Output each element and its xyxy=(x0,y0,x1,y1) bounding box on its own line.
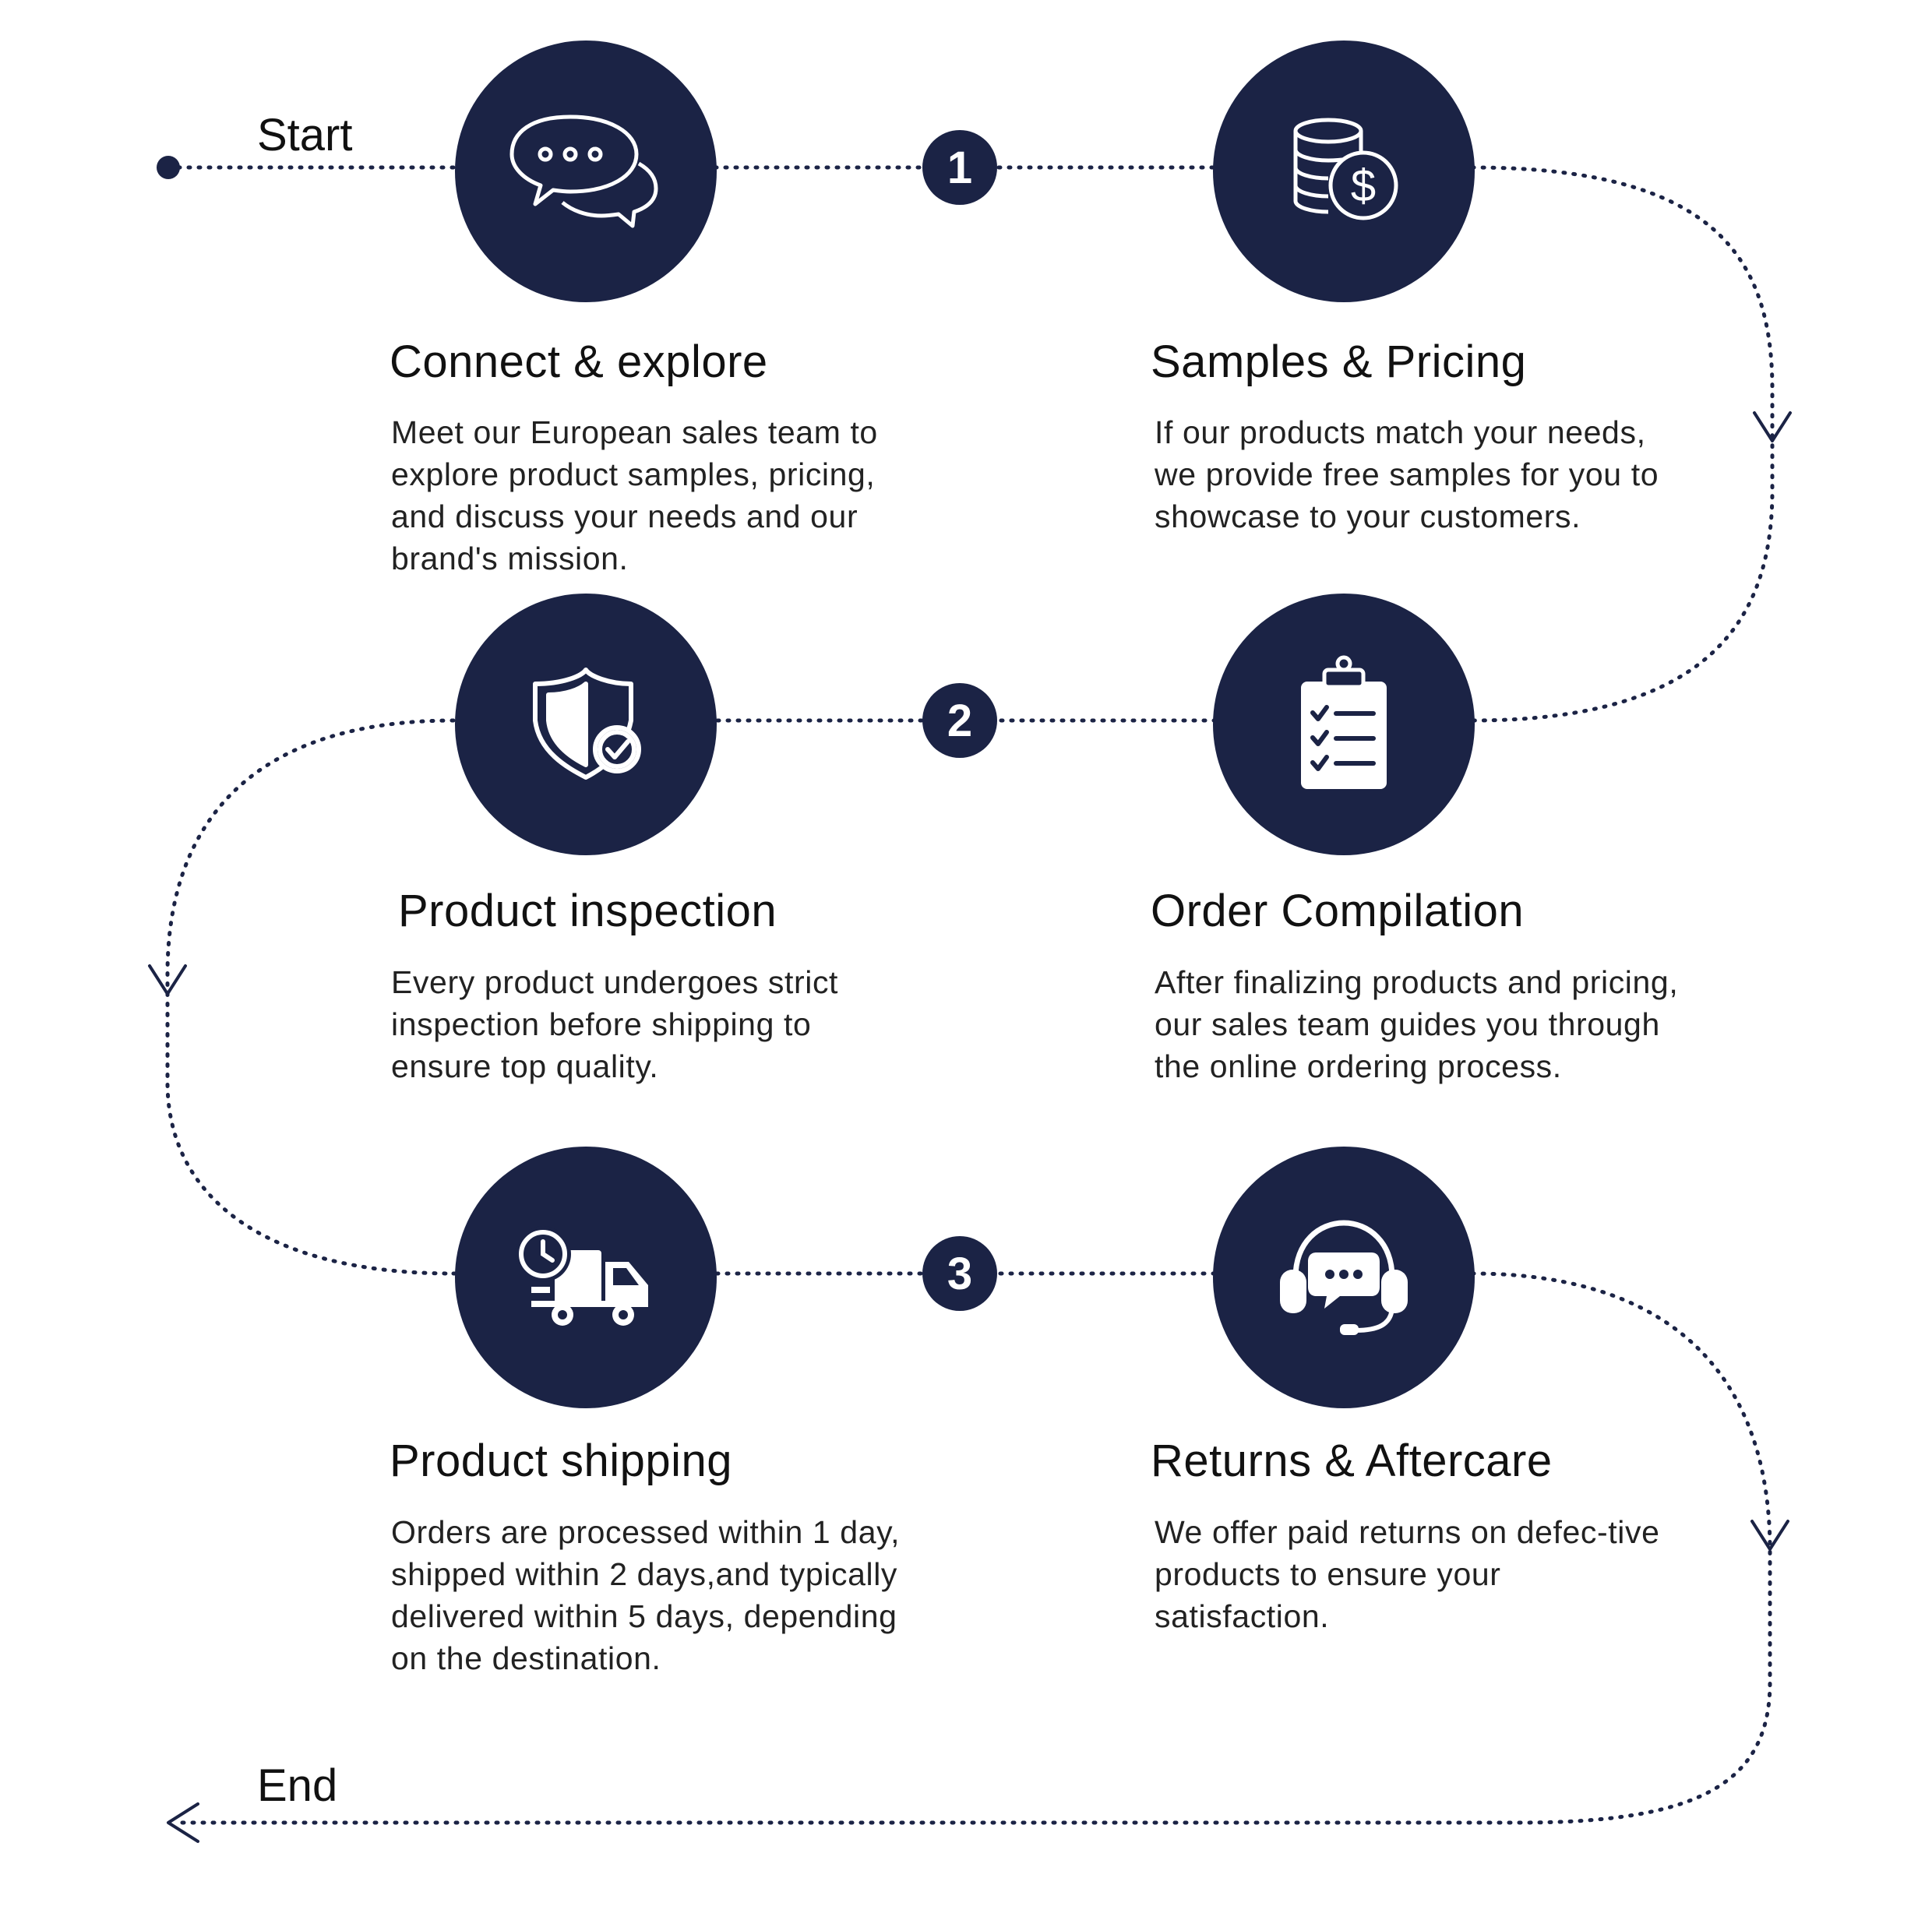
support-headset-icon xyxy=(1280,1220,1408,1335)
flow-path xyxy=(165,165,1775,1825)
step-title-order: Order Compilation xyxy=(1151,886,1525,936)
step-desc-inspection: Every product undergoes strict inspectio… xyxy=(391,964,839,1084)
end-arrow xyxy=(167,1802,199,1843)
clipboard-checklist-icon xyxy=(1301,655,1387,789)
step-title-shipping: Product shipping xyxy=(390,1436,733,1486)
step-title-inspection: Product inspection xyxy=(398,886,777,936)
step-number-1: 1 xyxy=(922,130,997,205)
step-title-returns: Returns & Aftercare xyxy=(1151,1436,1553,1486)
down-arrow-1 xyxy=(1753,411,1792,442)
step-circle-1 xyxy=(455,41,717,302)
step-title-connect: Connect & explore xyxy=(390,336,768,387)
step-desc-connect: Meet our European sales team to explore … xyxy=(391,414,878,576)
step-number-3: 3 xyxy=(922,1236,997,1311)
step-number-2: 2 xyxy=(922,683,997,758)
svg-text:$: $ xyxy=(1351,160,1376,211)
down-arrow-2 xyxy=(148,964,187,995)
flow-arrows xyxy=(148,411,1792,1843)
step-title-samples: Samples & Pricing xyxy=(1151,336,1527,387)
coins-dollar-icon: $ xyxy=(1293,118,1398,220)
down-arrow-3 xyxy=(1750,1520,1789,1551)
step-desc-samples: If our products match your needs, we pro… xyxy=(1155,414,1659,534)
shield-check-icon xyxy=(533,668,641,780)
step-desc-returns: We offer paid returns on defec-tive prod… xyxy=(1155,1514,1660,1634)
start-dot xyxy=(157,156,180,179)
start-label: Start xyxy=(257,110,353,160)
chat-bubbles-icon xyxy=(509,115,658,228)
delivery-truck-clock-icon xyxy=(515,1226,648,1326)
step-desc-order: After finalizing products and pricing, o… xyxy=(1155,964,1679,1084)
step-desc-shipping: Orders are processed within 1 day, shipp… xyxy=(391,1514,901,1676)
end-label: End xyxy=(257,1760,338,1811)
